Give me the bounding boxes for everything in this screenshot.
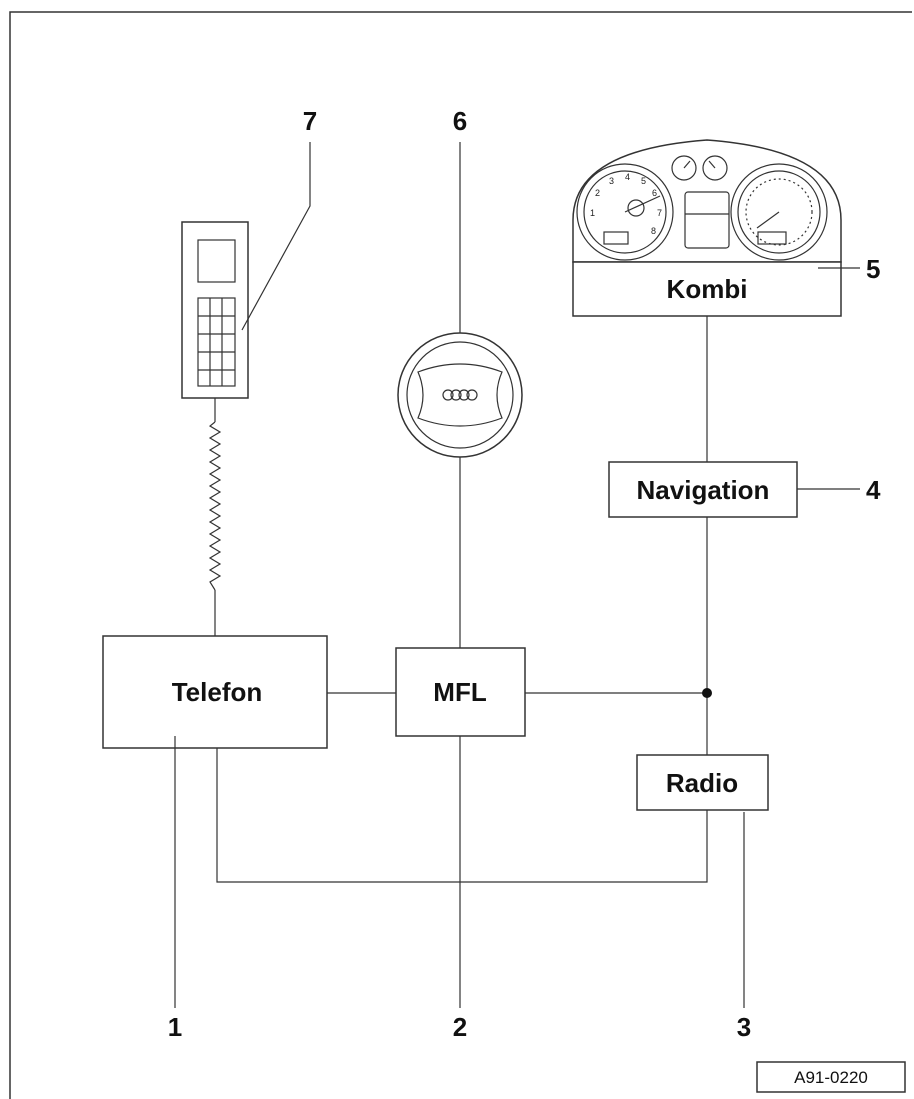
handset-display xyxy=(197,239,236,283)
svg-text:1: 1 xyxy=(590,208,595,218)
kombi-label: Kombi xyxy=(667,274,748,304)
cluster-center-display xyxy=(684,191,730,249)
svg-text:8: 8 xyxy=(651,226,656,236)
steering-wheel xyxy=(397,332,523,458)
svg-text:2: 2 xyxy=(595,188,600,198)
callout-4: 4 xyxy=(866,475,881,505)
speedometer-gauge xyxy=(730,163,828,261)
handset-body xyxy=(181,221,249,399)
telephone-handset xyxy=(181,221,249,399)
svg-text:3: 3 xyxy=(609,176,614,186)
small-gauge-right xyxy=(702,155,728,181)
audi-rings-logo xyxy=(442,389,478,401)
handset-keypad xyxy=(197,297,236,387)
svg-text:4: 4 xyxy=(625,172,630,182)
navigation-box xyxy=(608,461,798,518)
callout-1: 1 xyxy=(168,1012,182,1042)
reference-code: A91-0220 xyxy=(794,1068,868,1087)
mfl-box xyxy=(395,647,526,737)
callout-5: 5 xyxy=(866,254,880,284)
leader-lines xyxy=(174,142,860,1008)
connections xyxy=(208,316,708,883)
radio-box xyxy=(636,754,769,811)
wire-radio-telefon xyxy=(216,748,708,883)
navigation-label: Navigation xyxy=(637,475,770,505)
svg-text:6: 6 xyxy=(652,188,657,198)
instrument-cluster: 1 2 3 4 5 6 7 8 Kombi xyxy=(572,139,842,317)
callout-7: 7 xyxy=(303,106,317,136)
telefon-box xyxy=(102,635,328,749)
radio-label: Radio xyxy=(666,768,738,798)
callout-3: 3 xyxy=(737,1012,751,1042)
svg-text:5: 5 xyxy=(641,176,646,186)
callout-6: 6 xyxy=(453,106,467,136)
steering-wheel-inner xyxy=(406,341,514,449)
reference-code-box xyxy=(756,1061,906,1093)
tachometer-gauge xyxy=(576,163,674,261)
leader-7 xyxy=(241,142,311,331)
frame-border xyxy=(9,11,912,1099)
small-gauge-left xyxy=(671,155,697,181)
coiled-cord xyxy=(208,421,222,591)
junction-dot xyxy=(702,688,712,698)
kombi-box xyxy=(572,261,842,317)
callout-2: 2 xyxy=(453,1012,467,1042)
steering-wheel-outer xyxy=(397,332,523,458)
svg-text:7: 7 xyxy=(657,208,662,218)
steering-wheel-hub xyxy=(417,363,503,427)
mfl-label: MFL xyxy=(433,677,487,707)
telefon-label: Telefon xyxy=(172,677,263,707)
